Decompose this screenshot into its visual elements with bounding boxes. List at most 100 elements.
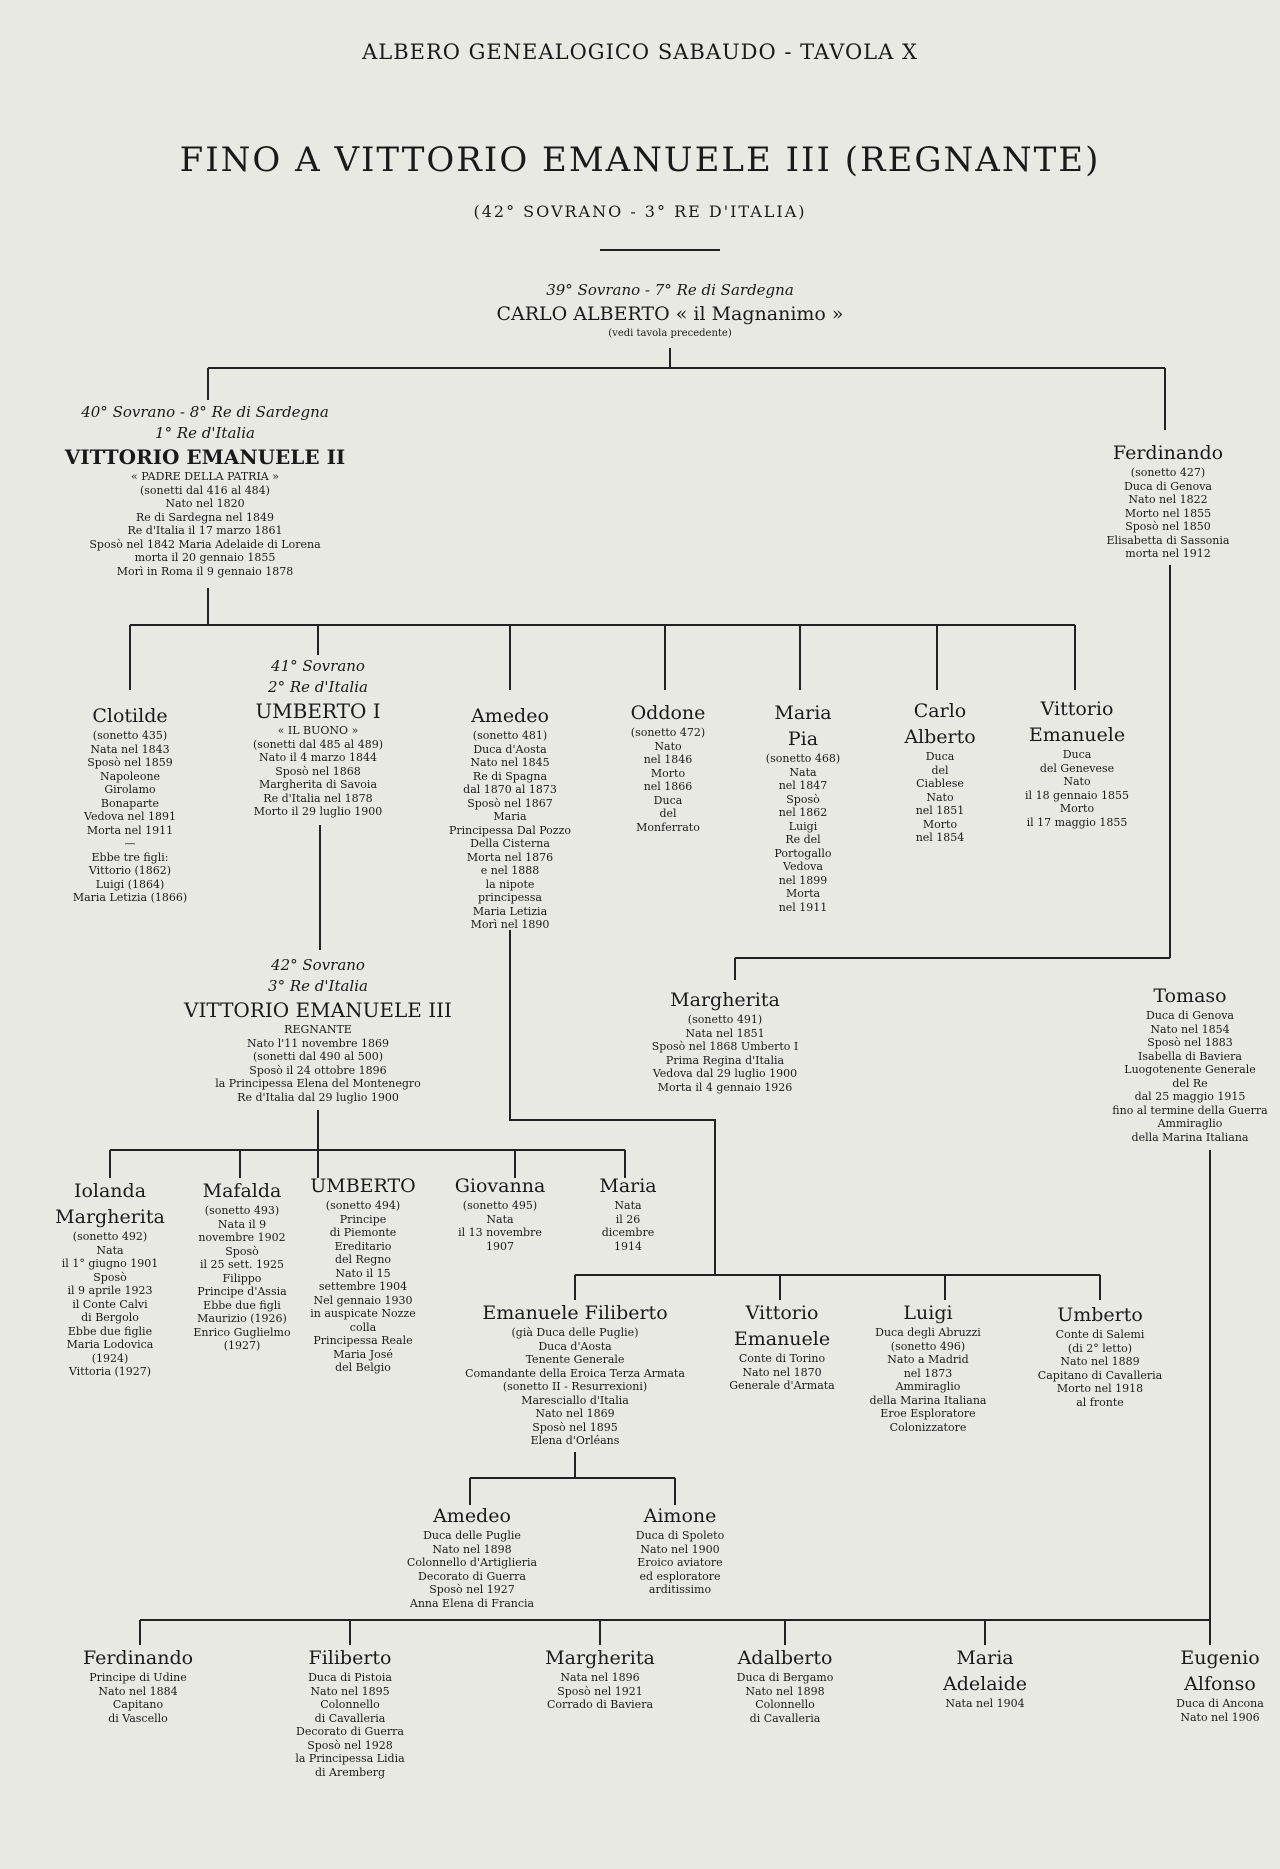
person-amedeo-puglie: Amedeo Duca delle Puglie Nato nel 1898 C… (407, 1503, 537, 1610)
person-name: UMBERTO I (255, 699, 381, 723)
person-filiberto: Filiberto Duca di Pistoia Nato nel 1895 … (295, 1645, 404, 1779)
person-ferdinando-genova: Ferdinando (sonetto 427) Duca di Genova … (1107, 440, 1230, 561)
person-details: (sonetto 494) Principe di Piemonte Eredi… (310, 1199, 416, 1374)
person-oddone: Oddone (sonetto 472) Nato nel 1846 Morto… (631, 700, 706, 834)
person-emanuele-filiberto: Emanuele Filiberto (già Duca delle Pugli… (465, 1300, 685, 1448)
person-details: (sonetto 472) Nato nel 1846 Morto nel 18… (630, 726, 706, 834)
person-details: Nata il 26 dicembre 1914 (601, 1199, 655, 1253)
person-name: Iolanda Margherita (55, 1180, 165, 1228)
person-rank: 40° Sovrano - 8° Re di Sardegna 1° Re d'… (81, 403, 329, 442)
person-details: (sonetto 427) Duca di Genova Nato nel 18… (1106, 466, 1230, 560)
person-details: (sonetto 492) Nata il 1° giugno 1901 Spo… (61, 1230, 159, 1378)
line-carlo-alberto-children (207, 348, 1166, 430)
person-name: Margherita (545, 1647, 655, 1669)
person-umberto-salemi: Umberto Conte di Salemi (di 2° letto) Na… (1038, 1302, 1162, 1409)
person-details: Duca di Genova Nato nel 1854 Sposò nel 1… (1112, 1009, 1268, 1144)
person-umberto-principe: UMBERTO (sonetto 494) Principe di Piemon… (310, 1173, 416, 1375)
person-name: Aimone (643, 1505, 717, 1527)
person-details: (sonetti dal 416 al 484) Nato nel 1820 R… (89, 483, 321, 578)
title-rule (600, 249, 720, 251)
person-name: Luigi (903, 1302, 953, 1324)
line-ferdinando-children (734, 565, 1171, 980)
person-details: Duca di Pistoia Nato nel 1895 Colonnello… (295, 1671, 405, 1779)
person-luigi-abruzzi: Luigi Duca degli Abruzzi (sonetto 496) N… (870, 1300, 987, 1434)
person-name: Eugenio Alfonso (1180, 1647, 1260, 1695)
page-header: ALBERO GENEALOGICO SABAUDO - TAVOLA X (362, 40, 918, 64)
person-details: (sonetti dal 485 al 489) Nato il 4 marzo… (253, 737, 383, 819)
person-mafalda: Mafalda (sonetto 493) Nata il 9 novembre… (193, 1178, 290, 1353)
person-details: Nata nel 1904 (945, 1697, 1025, 1710)
person-details: (sonetto 435) Nata nel 1843 Sposò nel 18… (72, 729, 188, 904)
person-name: Emanuele Filiberto (482, 1302, 668, 1324)
person-name: Maria (599, 1175, 657, 1197)
person-vittorio-emanuele-ii: 40° Sovrano - 8° Re di Sardegna 1° Re d'… (65, 402, 346, 578)
person-maria-pia: Maria Pia (sonetto 468) Nata nel 1847 Sp… (766, 700, 840, 914)
person-name: Tomaso (1153, 985, 1227, 1007)
person-name: Umberto (1057, 1304, 1143, 1326)
person-details: (sonetto 468) Nata nel 1847 Sposò nel 18… (765, 752, 841, 914)
page-subtitle: (42° SOVRANO - 3° RE D'ITALIA) (473, 202, 807, 221)
person-name: Maria Adelaide (942, 1647, 1028, 1695)
person-iolanda: Iolanda Margherita (sonetto 492) Nata il… (55, 1178, 165, 1379)
person-epithet: « PADRE DELLA PATRIA » (131, 470, 279, 483)
person-carlo-alberto-ciablese: Carlo Alberto Duca del Ciablese Nato nel… (904, 698, 975, 845)
person-rank: 42° Sovrano 3° Re d'Italia (268, 956, 368, 995)
person-name: Oddone (630, 702, 706, 724)
page-title: FINO A VITTORIO EMANUELE III (REGNANTE) (179, 140, 1101, 180)
line-amedeo-children (509, 930, 1101, 1300)
person-details: Duca di Ancona Nato nel 1906 (1176, 1697, 1264, 1724)
person-amedeo-aosta: Amedeo (sonetto 481) Duca d'Aosta Nato n… (449, 703, 571, 932)
person-details: Conte di Torino Nato nel 1870 Generale d… (729, 1352, 835, 1392)
person-details: Nata nel 1896 Sposò nel 1921 Corrado di … (546, 1671, 654, 1711)
line-ef-children (469, 1452, 676, 1505)
person-details: Duca delle Puglie Nato nel 1898 Colonnel… (406, 1529, 538, 1610)
person-name: Ferdinando (82, 1647, 194, 1669)
person-name: Carlo Alberto (904, 700, 976, 748)
person-details: Duca del Genevese Nato il 18 gennaio 185… (1025, 748, 1129, 829)
person-name: Clotilde (92, 705, 168, 727)
line-ve3-children (109, 1110, 626, 1178)
person-vittorio-emanuele-iii: 42° Sovrano 3° Re d'Italia VITTORIO EMAN… (184, 955, 452, 1104)
person-name: Giovanna (454, 1175, 546, 1197)
line-tomaso-children (139, 1150, 1211, 1645)
person-name: Amedeo (471, 705, 549, 727)
person-clotilde: Clotilde (sonetto 435) Nata nel 1843 Spo… (73, 703, 187, 905)
person-details: Nato l'11 novembre 1869 (sonetti dal 490… (215, 1036, 421, 1104)
person-details: (già Duca delle Puglie) Duca d'Aosta Ten… (465, 1326, 685, 1447)
person-name: Vittorio Emanuele (733, 1302, 831, 1350)
person-carlo-alberto: 39° Sovrano - 7° Re di Sardegna CARLO AL… (496, 280, 843, 340)
person-details: Duca degli Abruzzi (sonetto 496) Nato a … (869, 1326, 987, 1434)
person-epithet: « IL BUONO » (277, 724, 359, 737)
person-name: Margherita (670, 989, 780, 1011)
person-vittorio-emanuele-torino: Vittorio Emanuele Conte di Torino Nato n… (729, 1300, 834, 1393)
person-details: Duca di Spoleto Nato nel 1900 Eroico avi… (635, 1529, 725, 1596)
person-note: (vedi tavola precedente) (608, 328, 732, 339)
person-eugenio-alfonso: Eugenio Alfonso Duca di Ancona Nato nel … (1176, 1645, 1264, 1724)
person-name: Filiberto (308, 1647, 392, 1669)
person-details: (sonetto 491) Nata nel 1851 Sposò nel 18… (651, 1013, 799, 1094)
person-name: Amedeo (433, 1505, 511, 1527)
person-giovanna: Giovanna (sonetto 495) Nata il 13 novemb… (455, 1173, 546, 1253)
person-ferdinando-udine: Ferdinando Principe di Udine Nato nel 18… (83, 1645, 193, 1725)
person-umberto-i: 41° Sovrano 2° Re d'Italia UMBERTO I « I… (253, 656, 383, 819)
person-tomaso: Tomaso Duca di Genova Nato nel 1854 Spos… (1112, 983, 1267, 1144)
person-name: Ferdinando (1112, 442, 1224, 464)
person-maria-adelaide: Maria Adelaide Nata nel 1904 (943, 1645, 1027, 1711)
person-name: Vittorio Emanuele (1028, 698, 1126, 746)
person-details: Duca di Bergamo Nato nel 1898 Colonnello… (736, 1671, 834, 1725)
person-aimone: Aimone Duca di Spoleto Nato nel 1900 Ero… (636, 1503, 724, 1597)
person-rank: 41° Sovrano 2° Re d'Italia (268, 657, 368, 696)
line-ve2-children (129, 588, 1076, 690)
person-name: VITTORIO EMANUELE III (184, 998, 452, 1022)
person-vittorio-emanuele-genevese: Vittorio Emanuele Duca del Genevese Nato… (1025, 696, 1129, 829)
person-epithet: REGNANTE (284, 1023, 352, 1036)
person-details: (sonetto 495) Nata il 13 novembre 1907 (458, 1199, 542, 1253)
person-details: Principe di Udine Nato nel 1884 Capitano… (89, 1671, 187, 1725)
person-details: Duca del Ciablese Nato nel 1851 Morto ne… (915, 750, 965, 844)
person-name: VITTORIO EMANUELE II (64, 445, 346, 469)
person-adalberto: Adalberto Duca di Bergamo Nato nel 1898 … (737, 1645, 834, 1725)
person-margherita-baviera: Margherita Nata nel 1896 Sposò nel 1921 … (545, 1645, 655, 1712)
person-maria-1914: Maria Nata il 26 dicembre 1914 (599, 1173, 656, 1253)
person-name: Adalberto (737, 1647, 833, 1669)
